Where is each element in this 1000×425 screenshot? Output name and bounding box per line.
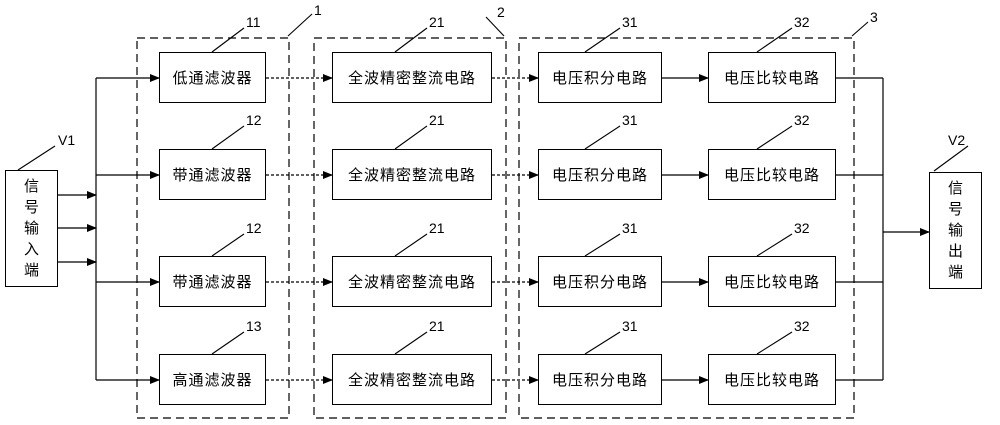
leader-lines (17, 13, 969, 355)
high-pass-filter-box: 高通滤波器 (159, 354, 266, 405)
filter-ref-label-3: 12 (246, 220, 262, 236)
group-2-label: 2 (497, 4, 505, 20)
group-3-boundary (518, 37, 855, 419)
filter-ref-label-1: 11 (246, 14, 261, 30)
input-ref-label: V1 (58, 132, 76, 148)
rectifier-box-4: 全波精密整流电路 (332, 354, 492, 405)
rectifier-ref-label-4: 21 (429, 318, 445, 334)
rectifier-box-2: 全波精密整流电路 (332, 149, 492, 200)
comparator-box-2: 电压比较电路 (708, 149, 836, 200)
low-pass-filter-box: 低通滤波器 (159, 52, 266, 103)
group-2-boundary (313, 37, 507, 419)
signal-input-text: 信号输入端 (23, 177, 39, 279)
comparator-box-4: 电压比较电路 (708, 354, 836, 405)
integrator-ref-label-1: 31 (622, 14, 638, 30)
group-1-boundary (136, 37, 290, 419)
output-ref-label: V2 (948, 132, 966, 148)
rectifier-box-3: 全波精密整流电路 (332, 256, 492, 307)
group-1-label: 1 (314, 2, 322, 18)
filter-ref-label-2: 12 (246, 112, 262, 128)
group-3-label: 3 (870, 9, 878, 25)
signal-output-terminal: 信号输出端 (929, 172, 982, 289)
comparator-ref-label-4: 32 (794, 318, 810, 334)
comparator-ref-label-2: 32 (794, 112, 810, 128)
integrator-box-2: 电压积分电路 (538, 149, 662, 200)
integrator-box-3: 电压积分电路 (538, 256, 662, 307)
band-pass-filter-box-2: 带通滤波器 (159, 256, 266, 307)
filter-ref-label-4: 13 (246, 318, 262, 334)
signal-input-terminal: 信号输入端 (5, 170, 58, 287)
comparator-box-1: 电压比较电路 (708, 52, 836, 103)
integrator-ref-label-4: 31 (622, 318, 638, 334)
integrator-box-4: 电压积分电路 (538, 354, 662, 405)
comparator-ref-label-1: 32 (794, 14, 810, 30)
rectifier-ref-label-2: 21 (429, 112, 445, 128)
rectifier-box-1: 全波精密整流电路 (332, 52, 492, 103)
comparator-box-3: 电压比较电路 (708, 256, 836, 307)
rectifier-ref-label-1: 21 (429, 14, 445, 30)
rectifier-ref-label-3: 21 (429, 220, 445, 236)
signal-output-text: 信号输出端 (947, 179, 963, 281)
integrator-ref-label-2: 31 (622, 112, 638, 128)
comparator-ref-label-3: 32 (794, 220, 810, 236)
integrator-box-1: 电压积分电路 (538, 52, 662, 103)
band-pass-filter-box-1: 带通滤波器 (159, 149, 266, 200)
integrator-ref-label-3: 31 (622, 220, 638, 236)
